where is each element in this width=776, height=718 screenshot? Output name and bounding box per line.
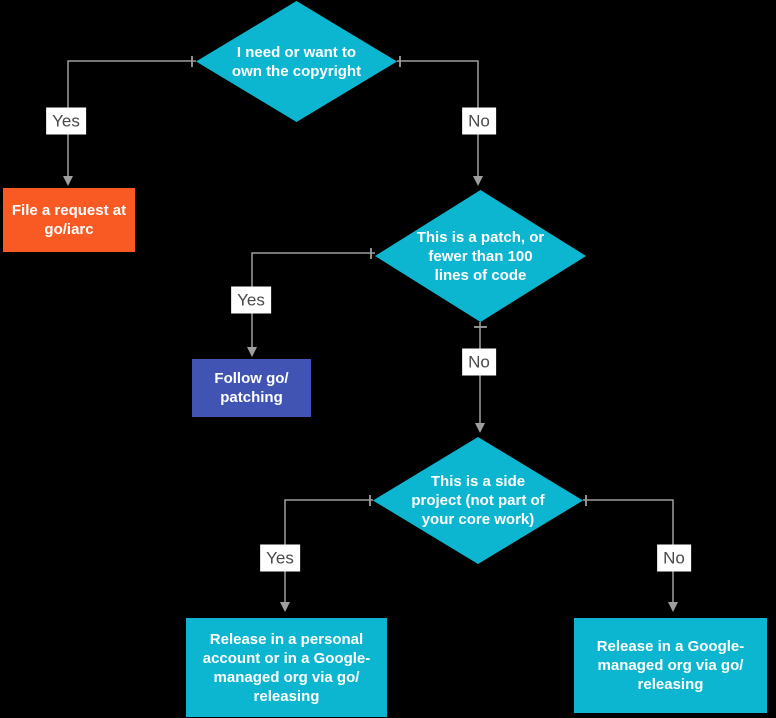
edge-label-copyright-yes: Yes: [46, 107, 86, 135]
edge-label-patch-no: No: [462, 348, 496, 376]
terminal-release-personal-or-google-org-label: Release in a personal account or in a Go…: [202, 630, 371, 705]
terminal-release-personal-or-google-org: Release in a personal account or in a Go…: [186, 618, 387, 717]
edge-patch-yes: [247, 248, 375, 357]
edge-label-patch-yes: Yes: [231, 286, 271, 314]
edge-patch-no: [474, 322, 487, 433]
edge-copyright-yes: [63, 56, 196, 186]
decision-side-project-label: This is a side project (not part of your…: [411, 473, 545, 528]
decision-own-copyright-label: I need or want to own the copyright: [231, 43, 362, 80]
edge-copyright-no: [397, 56, 483, 186]
terminal-release-google-managed-org: Release in a Google- managed org via go/…: [574, 618, 767, 713]
terminal-file-iarc-request-label: File a request at go/iarc: [11, 202, 127, 238]
terminal-follow-go-patching: Follow go/ patching: [192, 359, 311, 417]
terminal-release-google-managed-org-label: Release in a Google- managed org via go/…: [596, 638, 745, 693]
edge-label-side-yes: Yes: [260, 544, 300, 572]
terminal-file-iarc-request: File a request at go/iarc: [3, 188, 135, 252]
decision-patch-size-label: This is a patch, or fewer than 100 lines…: [416, 228, 545, 284]
terminal-follow-go-patching-label: Follow go/ patching: [214, 370, 289, 406]
edge-label-copyright-no: No: [462, 107, 496, 135]
edge-label-side-no: No: [657, 544, 691, 572]
